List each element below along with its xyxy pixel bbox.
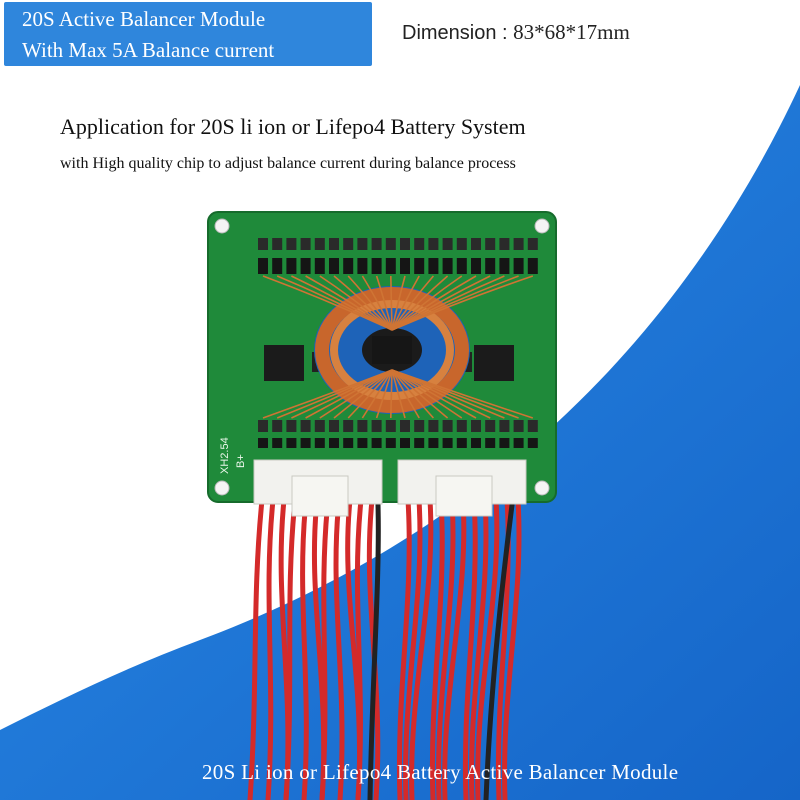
description-text: with High quality chip to adjust balance… — [60, 155, 516, 172]
pcb-components — [258, 238, 538, 448]
dimension-label: Dimension : — [402, 22, 514, 44]
title-line-1: 20S Active Balancer Module — [22, 7, 266, 31]
dimension-spec: Dimension : 83*68*17mm — [402, 20, 630, 45]
application-text: Application for 20S li ion or Lifepo4 Ba… — [60, 114, 526, 139]
balance-wires — [247, 497, 522, 800]
terminal-silkscreen-label: B+ — [235, 454, 247, 468]
dimension-value: 83*68*17mm — [513, 20, 630, 44]
connector-left — [253, 459, 383, 517]
title-line-2: With Max 5A Balance current — [22, 38, 275, 62]
connector-silkscreen-label: XH2.54 — [219, 437, 231, 474]
footer-caption: 20S Li ion or Lifepo4 Battery Active Bal… — [202, 760, 679, 784]
connector-right — [397, 459, 527, 517]
title-banner: 20S Active Balancer Module With Max 5A B… — [4, 2, 372, 66]
copper-wire-leads — [262, 275, 534, 419]
